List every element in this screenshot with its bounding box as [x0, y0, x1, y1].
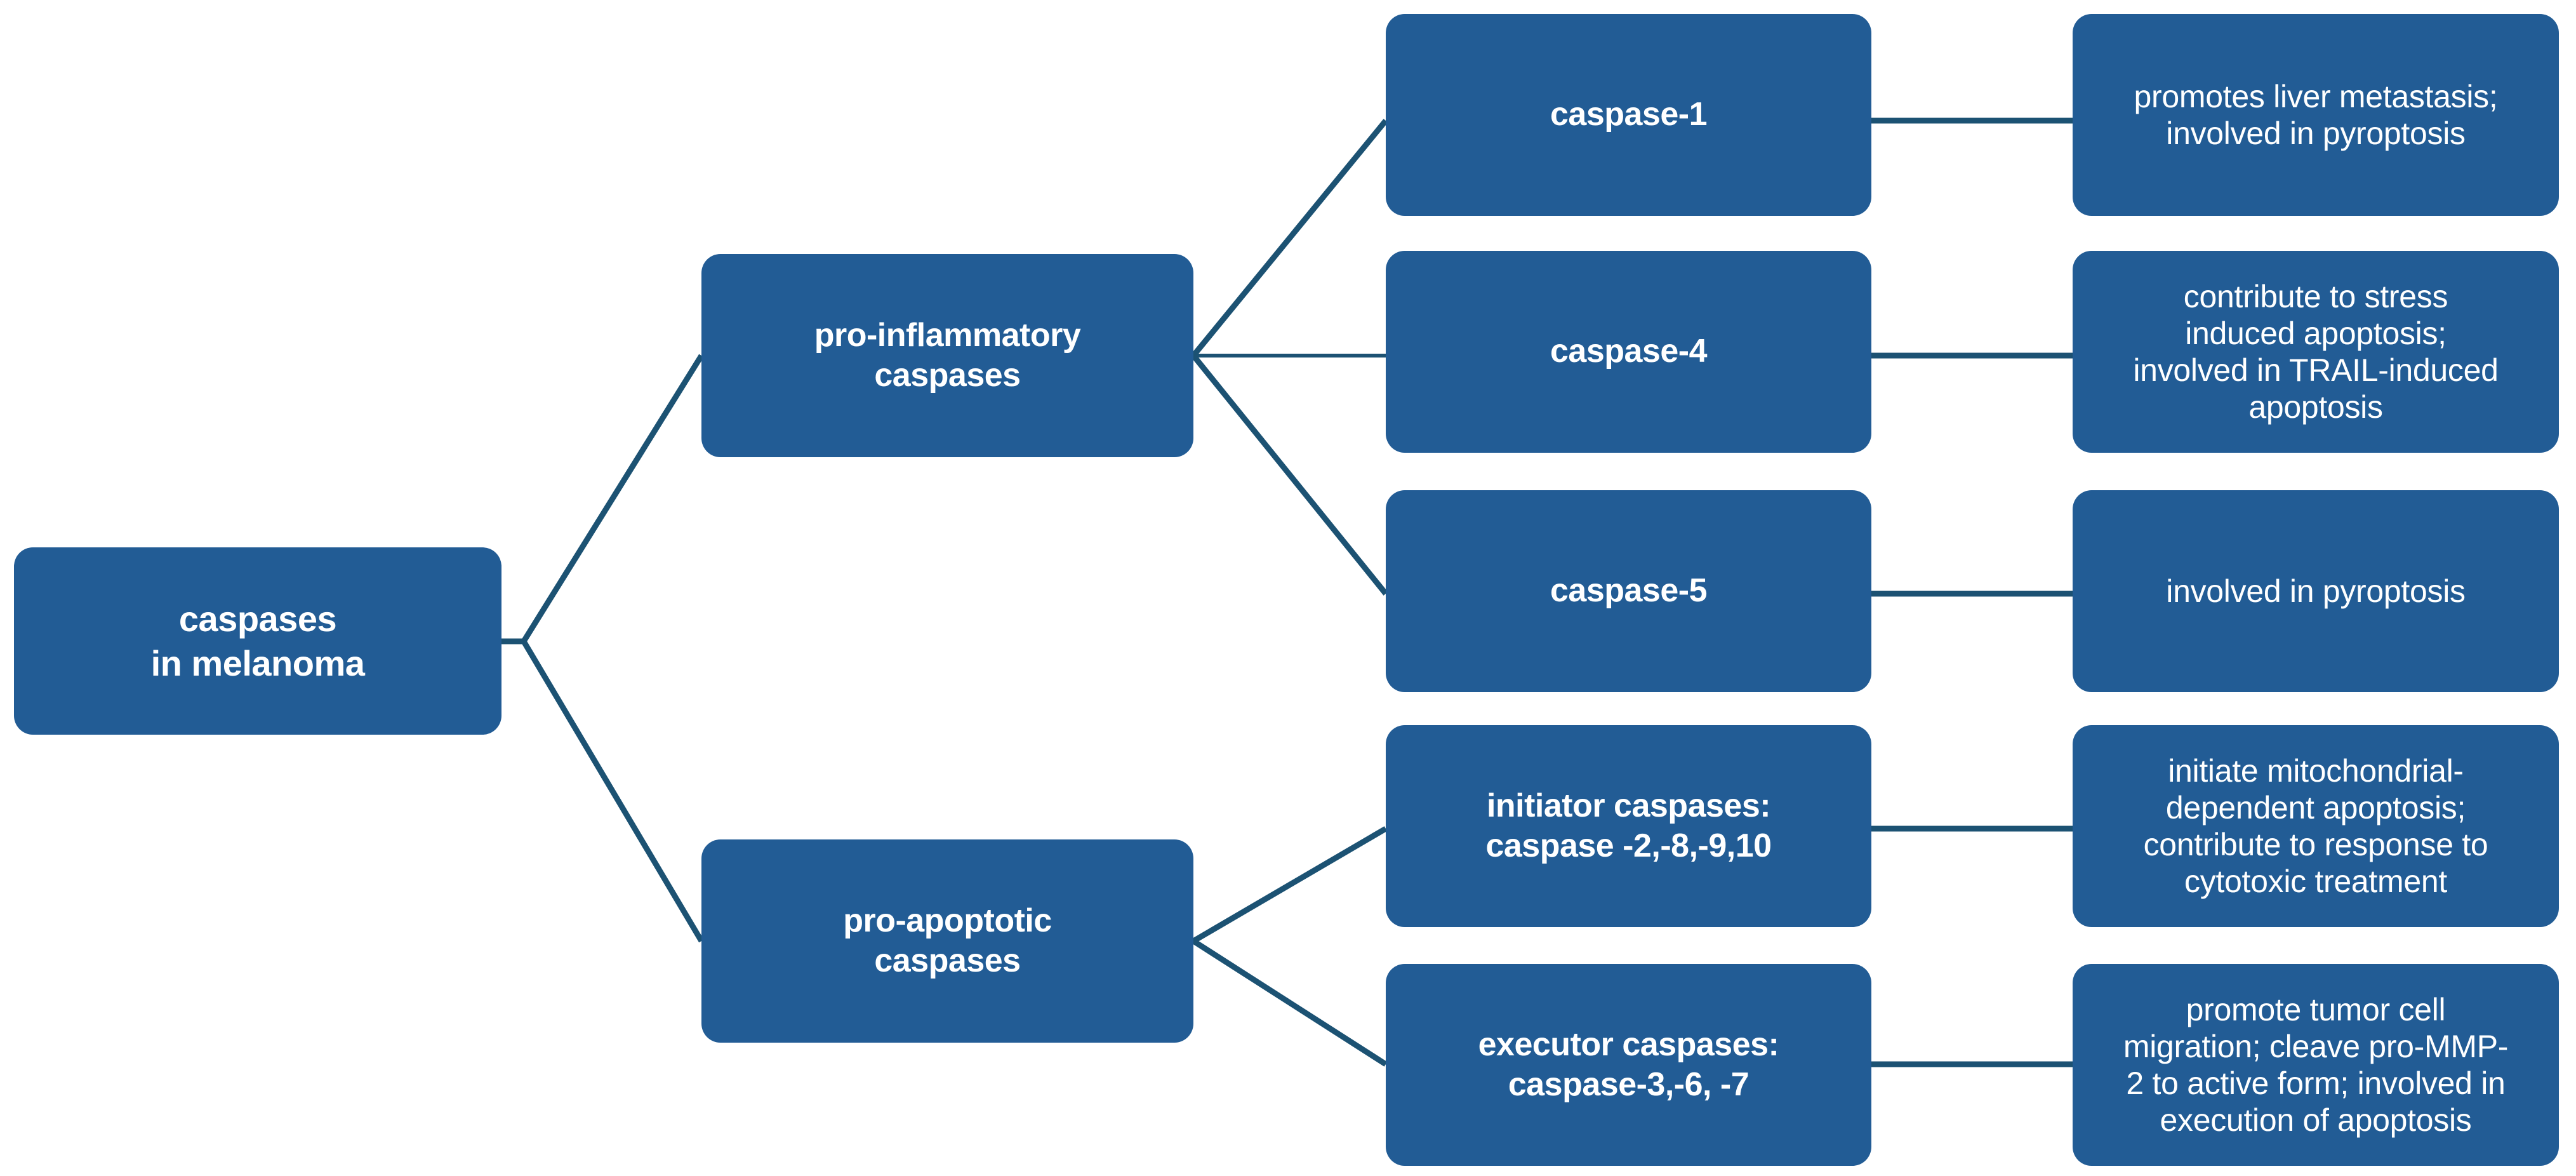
node-desc-initiator[interactable]: initiate mitochondrial- dependent apopto…: [2073, 725, 2559, 927]
node-desc-caspase-5[interactable]: involved in pyroptosis: [2073, 490, 2559, 692]
edge-pro-inflammatory-to-caspase-5: [1191, 354, 1388, 596]
node-caspase-1[interactable]: caspase-1: [1386, 14, 1871, 216]
node-desc-initiator-label: initiate mitochondrial- dependent apopto…: [2143, 753, 2488, 899]
node-pro-inflammatory-caspases-label: pro-inflammatory caspases: [814, 316, 1081, 394]
node-caspase-4[interactable]: caspase-4: [1386, 251, 1871, 453]
node-pro-apoptotic-caspases-label: pro-apoptotic caspases: [843, 902, 1052, 979]
node-root-label: caspases in melanoma: [150, 598, 365, 683]
node-caspase-4-label: caspase-4: [1550, 333, 1708, 370]
node-caspase-5[interactable]: caspase-5: [1386, 490, 1871, 692]
node-desc-executor[interactable]: promote tumor cell migration; cleave pro…: [2073, 964, 2559, 1166]
edge-pro-apoptotic-to-initiator: [1192, 826, 1388, 944]
node-initiator-caspases-label: initiator caspases: caspase -2,-8,-9,10: [1485, 787, 1772, 864]
node-desc-caspase-5-label: involved in pyroptosis: [2166, 573, 2466, 609]
node-executor-caspases-label: executor caspases: caspase-3,-6, -7: [1478, 1026, 1779, 1103]
node-root-caspases-in-melanoma[interactable]: caspases in melanoma: [14, 547, 501, 735]
node-desc-caspase-4-label: contribute to stress induced apoptosis; …: [2133, 279, 2499, 425]
node-desc-caspase-1-label: promotes liver metastasis; involved in p…: [2134, 79, 2498, 151]
node-caspase-1-label: caspase-1: [1550, 96, 1708, 133]
node-initiator-caspases[interactable]: initiator caspases: caspase -2,-8,-9,10: [1386, 725, 1871, 927]
edge-pro-apoptotic-to-executor: [1192, 939, 1388, 1067]
node-desc-caspase-1[interactable]: promotes liver metastasis; involved in p…: [2073, 14, 2559, 216]
edge-root-to-pro-apoptotic: [521, 639, 704, 943]
node-pro-inflammatory-caspases[interactable]: pro-inflammatory caspases: [701, 254, 1193, 457]
node-pro-apoptotic-caspases[interactable]: pro-apoptotic caspases: [701, 839, 1193, 1043]
node-desc-caspase-4[interactable]: contribute to stress induced apoptosis; …: [2073, 251, 2559, 453]
node-caspase-5-label: caspase-5: [1550, 572, 1708, 610]
edge-root-to-pro-inflammatory: [521, 354, 704, 643]
edge-pro-inflammatory-to-caspase-1: [1191, 119, 1388, 357]
node-executor-caspases[interactable]: executor caspases: caspase-3,-6, -7: [1386, 964, 1871, 1166]
node-desc-executor-label: promote tumor cell migration; cleave pro…: [2123, 992, 2509, 1138]
